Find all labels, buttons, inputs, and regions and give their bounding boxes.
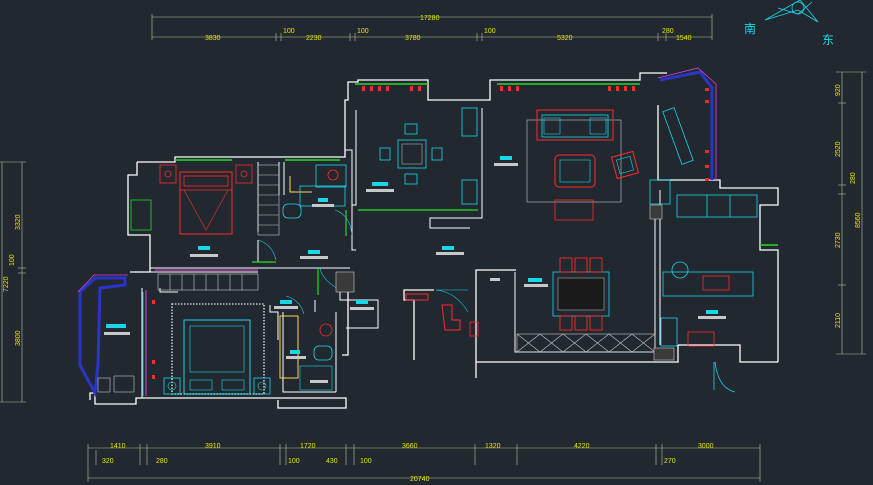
column-block-3 — [653, 347, 675, 361]
dim-top-4: 100 — [357, 28, 369, 35]
dim-bot-7: 3000 — [698, 443, 714, 450]
corner-chair — [97, 377, 111, 393]
dim-top-6: 100 — [484, 28, 496, 35]
dim-bot-1: 1410 — [110, 443, 126, 450]
compass-east-label: 东 — [822, 33, 834, 47]
dim-bot-13: 270 — [664, 458, 676, 465]
entry-area — [405, 289, 479, 337]
bottom-dimensions — [87, 444, 761, 482]
dim-left-overall: 7220 — [3, 276, 10, 292]
curtain-markers — [152, 86, 709, 379]
door-leaves — [252, 210, 347, 295]
dim-bot-5: 1320 — [485, 443, 501, 450]
compass-south-label: 南 — [744, 21, 756, 36]
dim-left-2: 100 — [9, 254, 16, 266]
dim-bot-4: 3660 — [402, 443, 418, 450]
side-cabinet — [461, 107, 478, 205]
dim-bot-overall: 20740 — [410, 476, 430, 483]
kitchen-counters — [649, 179, 758, 347]
dim-bot-11: 430 — [326, 458, 338, 465]
bottom-cabinet-row — [516, 333, 656, 353]
dim-left-3: 3800 — [15, 330, 22, 346]
dim-right-3: 280 — [850, 172, 857, 184]
dim-right-4: 2730 — [835, 232, 842, 248]
dim-bot-8: 320 — [102, 458, 114, 465]
dim-right-5: 2110 — [835, 313, 842, 328]
corner-desk — [113, 375, 135, 393]
wardrobe-row — [157, 273, 259, 291]
dim-bot-12: 100 — [360, 458, 372, 465]
dim-left-1: 3320 — [15, 214, 22, 230]
dim-top-9: 1540 — [676, 35, 692, 42]
bathroom-upper — [282, 164, 347, 219]
column-block-1 — [335, 271, 355, 293]
dim-top-2: 100 — [283, 28, 295, 35]
dim-right-2: 2520 — [835, 141, 842, 157]
dining-table-set — [552, 257, 610, 331]
dim-top-overall: 17280 — [420, 15, 440, 22]
room-labels — [104, 156, 726, 383]
dim-top-5: 3780 — [405, 35, 421, 42]
dim-bot-2: 3910 — [205, 443, 221, 450]
compass-rose-icon — [764, 0, 819, 23]
dim-top-3: 2230 — [306, 35, 322, 42]
dim-right-1: 920 — [835, 84, 842, 96]
windows — [77, 67, 778, 398]
double-bed-bottom — [163, 303, 271, 395]
bathroom-lower — [279, 315, 333, 391]
kitchen-door-swing — [714, 361, 736, 393]
interior-walls — [141, 108, 661, 398]
tv-cabinet — [662, 107, 694, 165]
right-dimensions — [836, 71, 866, 355]
sofa-set — [526, 109, 640, 221]
dim-right-overall: 8560 — [855, 212, 862, 228]
column-block-2 — [649, 204, 663, 220]
dim-top-1: 3830 — [205, 35, 221, 42]
dim-bot-10: 100 — [288, 458, 300, 465]
left-window-frame — [130, 199, 152, 231]
wardrobe-top — [257, 164, 280, 236]
square-table-set — [379, 123, 443, 185]
dim-bot-6: 4220 — [574, 443, 590, 450]
left-dimensions — [0, 161, 26, 403]
dim-bot-9: 280 — [156, 458, 168, 465]
top-dimensions — [151, 14, 713, 41]
dim-bot-3: 1720 — [300, 443, 316, 450]
dim-top-8: 280 — [662, 28, 674, 35]
exterior-walls — [89, 72, 779, 409]
dim-top-7: 5320 — [557, 35, 573, 42]
double-bed-top — [159, 164, 253, 235]
